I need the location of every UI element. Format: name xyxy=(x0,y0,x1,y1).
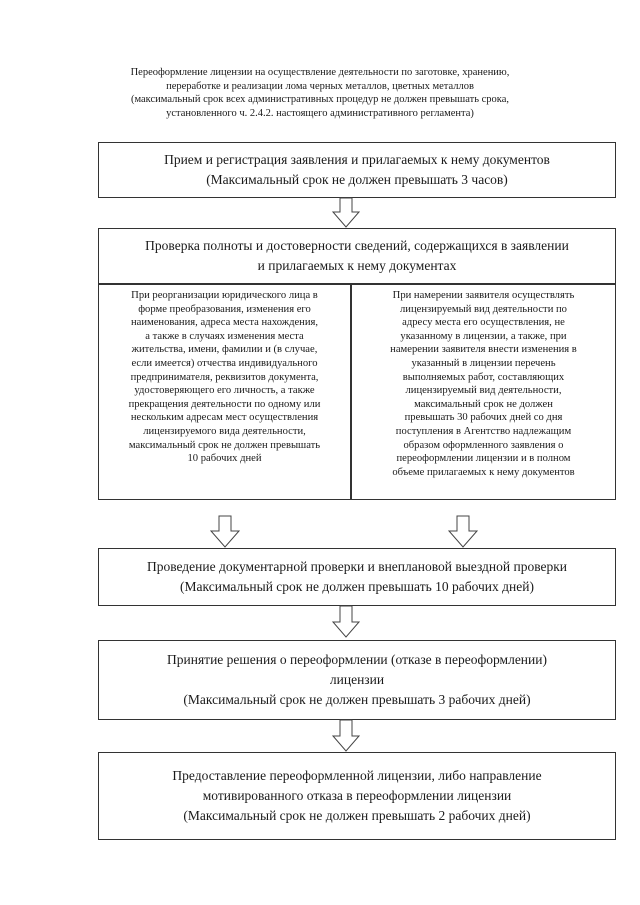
branch-text: выполняемых работ, составляющих xyxy=(402,371,565,383)
step-text: Принятие решения о переоформлении (отказ… xyxy=(167,652,547,667)
branch-text: намерении заявителя внести изменения в xyxy=(390,344,577,356)
title-line: (максимальный срок всех административных… xyxy=(130,94,510,105)
branch-text: превышать 30 рабочих дней со дня xyxy=(404,412,563,424)
step-text: Проведение документарной проверки и внеп… xyxy=(146,559,568,574)
branch-text: прекращения деятельности по одному или xyxy=(128,398,321,410)
branch-text: максимальный срок не должен превышать xyxy=(128,439,321,451)
branch-text: указанный в лицензии перечень xyxy=(411,357,556,369)
step-text: (Максимальный срок не должен превышать 1… xyxy=(180,579,534,594)
branch-text: указанному в лицензии, а также, при xyxy=(400,330,567,342)
title-line: установленного ч. 2.4.2. настоящего адми… xyxy=(166,107,474,119)
branch-text: объеме прилагаемых к нему документов xyxy=(392,466,575,478)
title-line: Переоформление лицензии на осуществление… xyxy=(130,67,510,78)
down-arrow-icon xyxy=(447,515,479,548)
branch-text: адресу места его осуществления, не xyxy=(402,317,565,329)
step-text: лицензии xyxy=(329,672,385,687)
branch-text: максимальный срок не должен xyxy=(414,398,553,410)
step-text: (Максимальный срок не должен превышать 3… xyxy=(183,692,531,707)
step-text: и прилагаемых к нему документах xyxy=(257,258,457,273)
down-arrow-icon xyxy=(331,197,361,228)
down-arrow-icon xyxy=(209,515,241,548)
branch-text: лицензируемый вид деятельности, xyxy=(405,385,562,397)
branch-text: лицензируемый вид деятельности по xyxy=(400,303,567,315)
branch-text: поступления в Агентство надлежащим xyxy=(395,425,572,437)
step-text: Проверка полноты и достоверности сведени… xyxy=(145,238,569,253)
diagram-title: Переоформление лицензии на осуществление… xyxy=(60,66,580,120)
branch-box-left: При реорганизации юридического лица в фо… xyxy=(98,284,351,500)
branch-text: При намерении заявителя осуществлять xyxy=(392,290,575,301)
step-text: Предоставление переоформленной лицензии,… xyxy=(172,768,542,783)
step-text: (Максимальный срок не должен превышать 2… xyxy=(183,808,531,823)
branch-box-right: При намерении заявителя осуществлять лиц… xyxy=(351,284,616,500)
branch-text: переоформлении лицензии и в полном xyxy=(396,453,571,465)
branch-text: жительства, имени, фамилии и (в случае, xyxy=(131,344,318,356)
step-box-inspection: Проведение документарной проверки и внеп… xyxy=(98,548,616,606)
branch-text: предпринимателя, реквизитов документа, xyxy=(130,371,319,383)
title-line: переработке и реализации лома черных мет… xyxy=(166,80,474,92)
step-text: Прием и регистрация заявления и прилагае… xyxy=(164,152,550,167)
branch-text: лицензируемого вида деятельности, xyxy=(143,425,306,437)
down-arrow-icon xyxy=(331,719,361,752)
step-box-verification: Проверка полноты и достоверности сведени… xyxy=(98,228,616,284)
branch-text: образом оформленного заявления о xyxy=(403,439,564,451)
branch-text: а также в случаях изменения места xyxy=(145,330,304,342)
step-box-issuance: Предоставление переоформленной лицензии,… xyxy=(98,752,616,840)
branch-text: удостоверяющего его личность, а также xyxy=(134,385,315,397)
step-text: мотивированного отказа в переоформлении … xyxy=(202,788,512,803)
branch-text: наименования, адреса места нахождения, xyxy=(130,317,319,329)
branch-text: При реорганизации юридического лица в xyxy=(131,290,318,301)
branch-text: 10 рабочих дней xyxy=(187,453,262,465)
down-arrow-icon xyxy=(331,605,361,638)
step-box-decision: Принятие решения о переоформлении (отказ… xyxy=(98,640,616,720)
step-text: (Максимальный срок не должен превышать 3… xyxy=(206,172,508,187)
branch-text: форме преобразования, изменения его xyxy=(138,303,311,315)
branch-text: если имеется) отчества индивидуального xyxy=(131,357,318,369)
branch-text: нескольким адресам мест осуществления xyxy=(130,412,319,424)
step-box-reception: Прием и регистрация заявления и прилагае… xyxy=(98,142,616,198)
